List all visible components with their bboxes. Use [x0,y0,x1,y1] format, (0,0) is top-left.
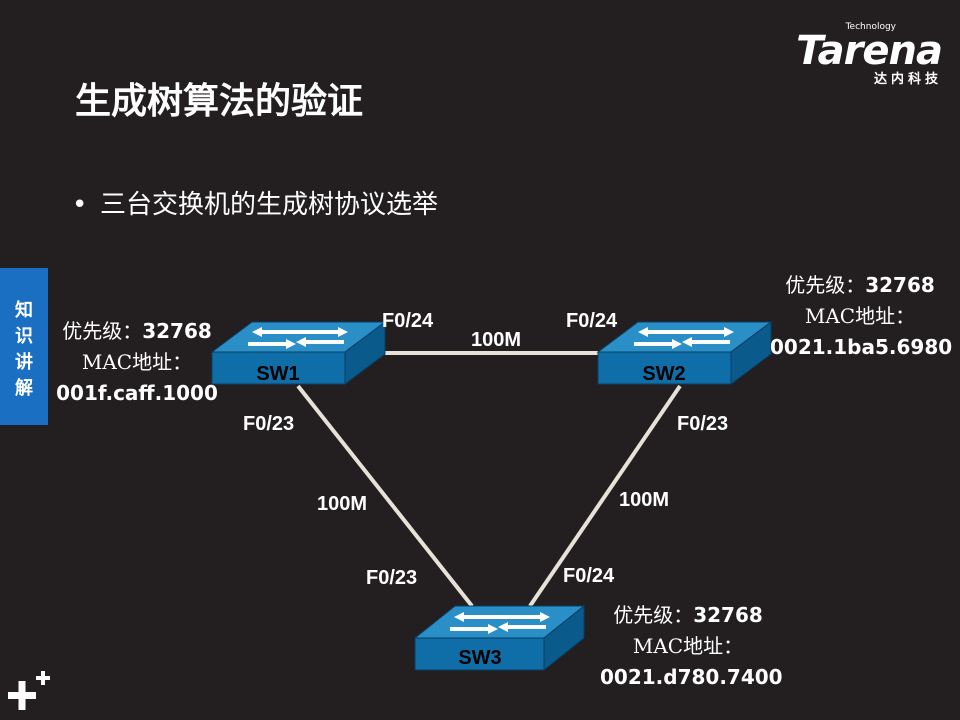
logo-cn: 达内科技 [873,72,942,87]
link-speed-sw1-sw2: 100M [471,329,521,351]
sw3-mac-label: MAC地址： [632,634,744,658]
sw1-priority: 优先级：32768 [52,316,222,347]
switch-sw2[interactable]: SW2 [596,321,773,385]
bullet-text: 三台交换机的生成树协议选举 [100,190,439,220]
sw1-mac-value: 001f.caff.1000 [56,381,218,405]
sw1-info: 优先级：32768 MAC地址： 001f.caff.1000 [52,316,222,409]
link-speed-sw1-sw3: 100M [317,493,367,515]
sw2-info: 优先级：32768 MAC地址： 0021.1ba5.6980 [770,270,953,363]
sw3-priority: 优先级：32768 [600,600,776,631]
priority-value: 32768 [142,319,212,343]
priority-label: 优先级： [785,273,866,297]
link-sw1-sw3 [296,384,474,608]
tarena-logo: Technology Tarena 达内科技 [772,22,943,87]
priority-label: 优先级： [62,319,143,343]
switch-arrows-icon [248,327,348,349]
link-sw2-sw3 [528,384,682,608]
sw1-mac-label: MAC地址： [81,350,193,374]
priority-value: 32768 [865,273,935,297]
bullet-dot: • [72,190,88,220]
link-speed-sw2-sw3: 100M [619,489,669,511]
switch-label-sw3: SW3 [458,647,501,669]
slide-title: 生成树算法的验证 [75,81,364,122]
port-label-sw3-f024: F0/24 [563,565,615,587]
sw3-mac-value: 0021.d780.7400 [600,665,783,689]
logo-tagline: Technology [845,22,896,32]
plus-decoration-icon [8,671,50,710]
port-label-sw3-f023: F0/23 [366,567,417,589]
priority-label: 优先级： [613,603,694,627]
switch-label-sw1: SW1 [256,363,299,385]
logo-brand: Tarena [796,28,943,74]
port-label-sw2-f024: F0/24 [566,310,618,332]
bullet-item: • 三台交换机的生成树协议选举 [72,184,438,221]
sw2-priority: 优先级：32768 [770,270,950,301]
side-tab[interactable]: 知识讲解 [0,268,48,425]
sw3-info: 优先级：32768 MAC地址： 0021.d780.7400 [600,600,783,693]
port-label-sw2-f023: F0/23 [677,413,728,435]
switch-sw1[interactable]: SW1 [210,321,387,385]
switch-arrows-icon [634,327,734,349]
switch-arrows-icon [450,612,550,634]
sw2-mac-value: 0021.1ba5.6980 [770,335,953,359]
switch-label-sw2: SW2 [642,363,685,385]
sw2-mac-label: MAC地址： [804,304,916,328]
priority-value: 32768 [693,603,763,627]
side-tab-label: 知识讲解 [15,300,33,399]
port-label-sw1-f024: F0/24 [382,310,434,332]
switch-sw3[interactable]: SW3 [413,604,586,672]
port-label-sw1-f023: F0/23 [243,413,294,435]
